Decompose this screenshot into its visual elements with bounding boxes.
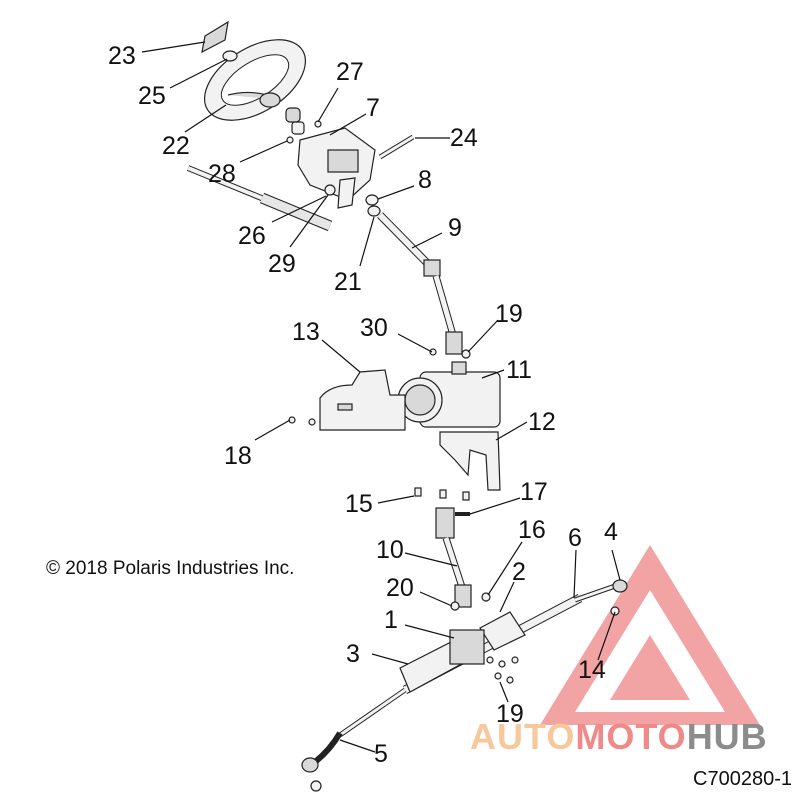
diagram-id: C700280-1	[693, 768, 792, 790]
gas-strut	[186, 165, 333, 232]
column-bracket	[285, 107, 376, 209]
leader-lines	[141, 41, 621, 753]
watermark-auto: AUTO	[470, 716, 576, 757]
fastener-30	[429, 348, 437, 356]
callout-24: 24	[450, 124, 478, 152]
callout-20: 20	[386, 574, 414, 602]
wheel-emblem	[201, 20, 229, 54]
callout-21: 21	[334, 268, 362, 296]
nut-14	[610, 606, 620, 616]
callout-5: 5	[374, 740, 388, 768]
bolt-24	[378, 134, 415, 160]
callout-22: 22	[162, 132, 190, 160]
callout-10: 10	[376, 536, 404, 564]
tie-rod-right	[574, 579, 628, 603]
fastener-29	[324, 184, 336, 196]
lower-steering-shaft	[435, 507, 472, 608]
callout-7: 7	[366, 94, 380, 122]
unit-cover	[319, 369, 406, 431]
bushing-8	[365, 194, 379, 206]
callout-4: 4	[604, 518, 618, 546]
bolt-15c	[462, 491, 470, 501]
callout-11: 11	[506, 356, 532, 384]
watermark-hub: HUB	[686, 716, 768, 757]
wheel-nut	[222, 50, 238, 62]
upper-steering-shaft	[377, 212, 463, 355]
copyright-notice: © 2018 Polaris Industries Inc.	[46, 558, 295, 579]
watermark-text: AUTOMOTOHUB	[470, 716, 768, 758]
callout-17: 17	[520, 478, 548, 506]
watermark-moto: MOTO	[575, 716, 687, 757]
callouts: 23 25 22 27 7 28 24 8 26 29 21 9 13 30 1…	[108, 42, 618, 768]
callout-23: 23	[108, 42, 136, 70]
mount-bracket	[439, 431, 501, 491]
callout-25: 25	[138, 82, 166, 110]
callout-28: 28	[208, 160, 236, 188]
callout-26: 26	[238, 222, 266, 250]
fastener-18b	[308, 418, 316, 426]
callout-8: 8	[418, 166, 432, 194]
callout-12: 12	[528, 408, 556, 436]
callout-29: 29	[268, 250, 296, 278]
steering-rack	[399, 594, 583, 694]
callout-3: 3	[346, 640, 360, 668]
nuts-19-lower	[486, 656, 519, 684]
fastener-28	[286, 136, 294, 144]
callout-6: 6	[568, 524, 582, 552]
tie-rod-left	[301, 687, 407, 792]
callout-18: 18	[224, 442, 252, 470]
power-steering-unit	[397, 361, 501, 428]
callout-16: 16	[518, 516, 546, 544]
callout-2: 2	[512, 558, 526, 586]
callout-30: 30	[360, 314, 388, 342]
callout-9: 9	[448, 214, 462, 242]
bushing-21	[367, 205, 381, 217]
bolt-15a	[414, 487, 422, 497]
callout-27: 27	[336, 58, 364, 86]
callout-1: 1	[384, 606, 398, 634]
callout-13: 13	[292, 318, 320, 346]
callout-19-lower: 19	[496, 700, 524, 728]
callout-15: 15	[345, 490, 373, 518]
bolt-15b	[439, 489, 447, 499]
callout-14: 14	[578, 656, 606, 684]
watermark-logo	[540, 545, 760, 725]
nut-20	[450, 601, 460, 611]
callout-19-upper: 19	[495, 300, 523, 328]
